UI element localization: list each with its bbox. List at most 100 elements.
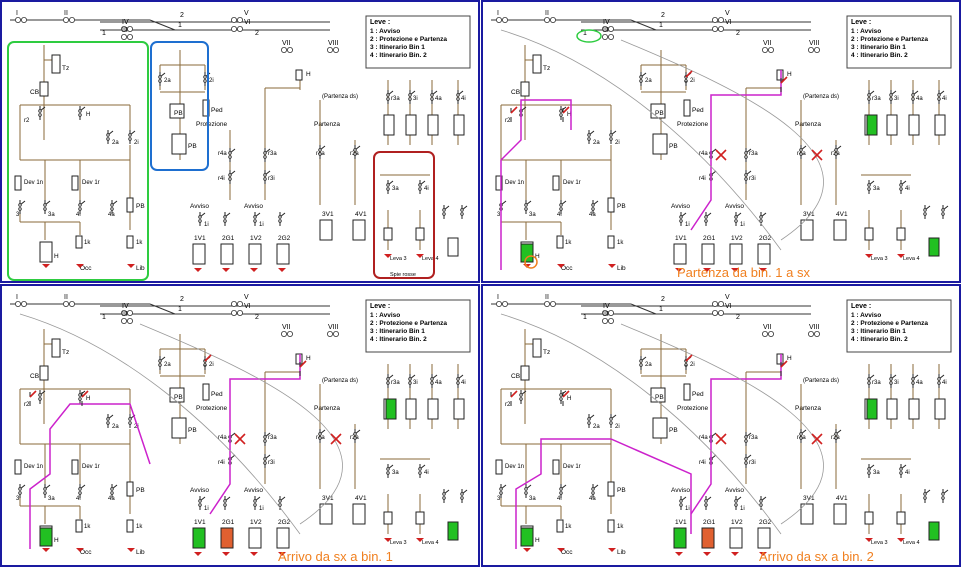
contact-label: 3i <box>497 496 502 502</box>
contact-pin <box>899 183 903 187</box>
blocked-mark <box>715 433 727 445</box>
signal-lamp <box>20 300 27 307</box>
contact-label: 4i <box>424 470 429 476</box>
track-number: 1 <box>583 314 587 321</box>
coil <box>276 527 290 549</box>
legend-item: 3 : Itinerario Bin 1 <box>851 328 906 335</box>
contact-pin <box>408 377 412 381</box>
legend-title: Leve : <box>370 303 390 310</box>
contact-pin <box>759 503 763 507</box>
contact-pin <box>609 417 613 421</box>
coil-label: 1V1 <box>194 519 206 526</box>
relay-ped <box>683 99 691 117</box>
contact-pin <box>386 183 390 187</box>
blocked-mark <box>234 433 246 445</box>
contact-pin <box>38 109 42 113</box>
coil <box>352 219 366 241</box>
signal-lamp <box>602 309 609 316</box>
contact-pin <box>198 503 202 507</box>
contact-label: r2 <box>505 402 511 408</box>
legend-item: 2 : Protezione e Partenza <box>851 36 928 43</box>
contact-pin <box>460 496 464 500</box>
relay-1k <box>75 519 83 533</box>
coil-label: 2G2 <box>759 235 772 242</box>
signal-lamp <box>767 47 774 54</box>
relay-label: Tz <box>543 65 550 72</box>
lamp-leva3 <box>384 538 392 542</box>
coil-lamp <box>675 268 683 272</box>
legend-item: 3 : Itinerario Bin 1 <box>370 44 425 51</box>
signal-lamp <box>761 331 768 338</box>
contact-pin <box>799 432 803 436</box>
panel-caption: Partenza da bin. 1 a sx <box>677 265 810 280</box>
lever-label: 4a <box>916 96 923 102</box>
relay-1k <box>607 519 615 533</box>
lamp-lib <box>608 264 616 268</box>
relay-label: H <box>787 71 792 78</box>
relay-active <box>928 237 940 257</box>
coil <box>833 503 847 525</box>
section-label: Protezione <box>196 405 227 412</box>
contact-label: 3a <box>873 470 880 476</box>
contact-label: r4a <box>218 151 227 157</box>
legend-item: 4 : Itinerario Bin. 2 <box>851 52 908 59</box>
section-label: Avviso <box>244 203 263 210</box>
legend-item: 1 : Avviso <box>370 28 400 35</box>
highlight-ring <box>524 255 538 269</box>
signal-lamp <box>495 300 502 307</box>
relay-dev <box>14 175 22 191</box>
contact-label: 3a <box>392 186 399 192</box>
contact-pin <box>587 137 591 141</box>
signal-label: VI <box>725 19 732 26</box>
track-number: 1 <box>659 22 663 29</box>
contact-pin <box>430 93 434 97</box>
lamp-label: Leva 4 <box>903 540 920 546</box>
contact-label: 1i <box>740 506 745 512</box>
signal-label: IV <box>603 19 610 26</box>
relay-label: Dev 1n <box>505 180 524 186</box>
relay-1k <box>896 511 906 525</box>
lever-relay <box>427 398 439 420</box>
contact-label: r3a <box>268 435 277 441</box>
contact-label: 2i <box>209 78 214 84</box>
section-label: Avviso <box>725 203 744 210</box>
contact-pin <box>263 435 267 439</box>
coil-label: 1V2 <box>250 519 262 526</box>
contact-label: 2a <box>164 362 171 368</box>
relay-1k <box>556 235 564 249</box>
contact-pin <box>223 219 227 223</box>
signal-lamp <box>608 318 615 325</box>
relay-label: PB <box>617 487 626 494</box>
relay-tz <box>51 338 61 358</box>
contact-pin <box>609 137 613 141</box>
signal-lamp <box>121 25 128 32</box>
lever-relay <box>427 114 439 136</box>
coil-lamp <box>759 268 767 272</box>
lamp-label: Leva 4 <box>422 540 439 546</box>
contact-pin <box>408 93 412 97</box>
contact-pin <box>43 491 47 495</box>
coil-label: 1V2 <box>250 235 262 242</box>
contact-pin <box>867 467 871 471</box>
coil <box>220 243 234 265</box>
contact-pin <box>203 75 207 79</box>
contact-label: 2i <box>134 424 139 430</box>
relay-dev <box>14 459 22 475</box>
legend-item: 1 : Avviso <box>370 312 400 319</box>
contact-blade-active <box>780 76 788 84</box>
lamp-lib <box>127 548 135 552</box>
coil-label: 2G2 <box>278 235 291 242</box>
contact-blade-active <box>685 354 693 362</box>
contact-pin <box>889 381 893 385</box>
contact-label: 1i <box>204 506 209 512</box>
signal-lamp <box>550 16 557 23</box>
contact-pin <box>591 487 595 491</box>
track-number: 1 <box>583 30 587 37</box>
section-label: Partenza <box>795 405 821 412</box>
contact-pin <box>704 503 708 507</box>
contact-pin <box>128 137 132 141</box>
lever-label: 4i <box>942 96 947 102</box>
